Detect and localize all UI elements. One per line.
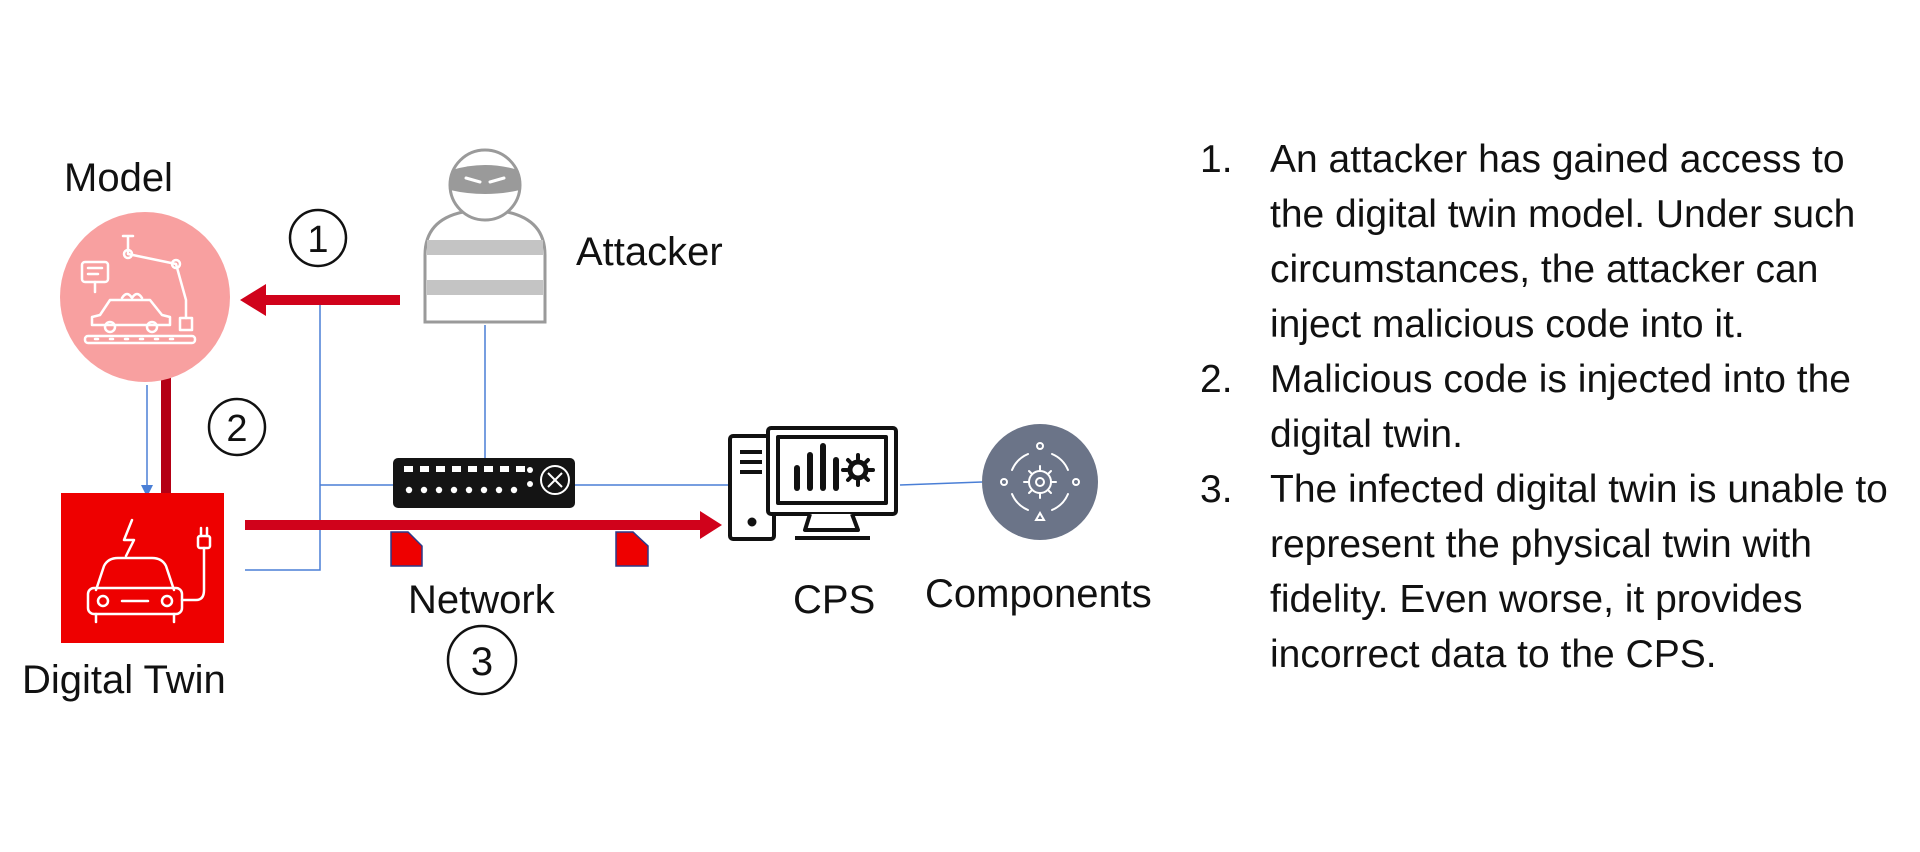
marker-3: 3	[446, 624, 518, 696]
model-label: Model	[64, 156, 173, 200]
marker-1: 1	[288, 208, 348, 268]
model-circle	[60, 212, 230, 382]
cps-to-components-line	[899, 481, 983, 486]
masked-attacker-icon	[423, 148, 547, 324]
marker-3-text: 3	[471, 640, 493, 684]
step-item: 3. The infected digital twin is unable t…	[1200, 462, 1900, 682]
digital-twin-label: Digital Twin	[22, 658, 226, 702]
digital-twin-node	[61, 493, 224, 643]
digital-twin-box	[61, 493, 224, 643]
attacker-label: Attacker	[576, 230, 723, 274]
attack-arrow-3-head	[700, 511, 722, 539]
marker-2: 2	[207, 397, 267, 457]
packet-flag-left	[390, 531, 423, 567]
step-text: Malicious code is injected into the digi…	[1270, 358, 1851, 456]
computer-monitor-icon	[728, 426, 898, 541]
gear-cycle-icon	[982, 424, 1098, 540]
steps-list: 1. An attacker has gained access to the …	[1200, 132, 1900, 682]
components-circle	[982, 424, 1098, 540]
packet-flag-right	[615, 531, 649, 567]
attack-arrows	[161, 284, 722, 539]
step-item: 1. An attacker has gained access to the …	[1200, 132, 1900, 352]
step-text: The infected digital twin is unable to r…	[1270, 468, 1888, 676]
step-number: 3.	[1200, 468, 1233, 511]
cps-label: CPS	[793, 578, 876, 622]
step-number: 1.	[1200, 138, 1233, 181]
network-switch-icon	[393, 458, 575, 508]
components-label: Components	[925, 572, 1152, 616]
step-number: 2.	[1200, 358, 1233, 401]
step-text: An attacker has gained access to the dig…	[1270, 138, 1856, 346]
network-bus-line	[245, 300, 321, 571]
step-item: 2. Malicious code is injected into the d…	[1200, 352, 1900, 462]
attack-arrow-1-head	[240, 284, 266, 316]
connector-lines	[141, 300, 983, 571]
network-label: Network	[408, 578, 555, 622]
electric-car-charging-icon	[86, 518, 212, 624]
robot-arm-car-assembly-icon	[80, 234, 197, 345]
marker-2-text: 2	[226, 408, 247, 450]
model-node	[60, 212, 230, 382]
marker-1-text: 1	[307, 219, 328, 261]
